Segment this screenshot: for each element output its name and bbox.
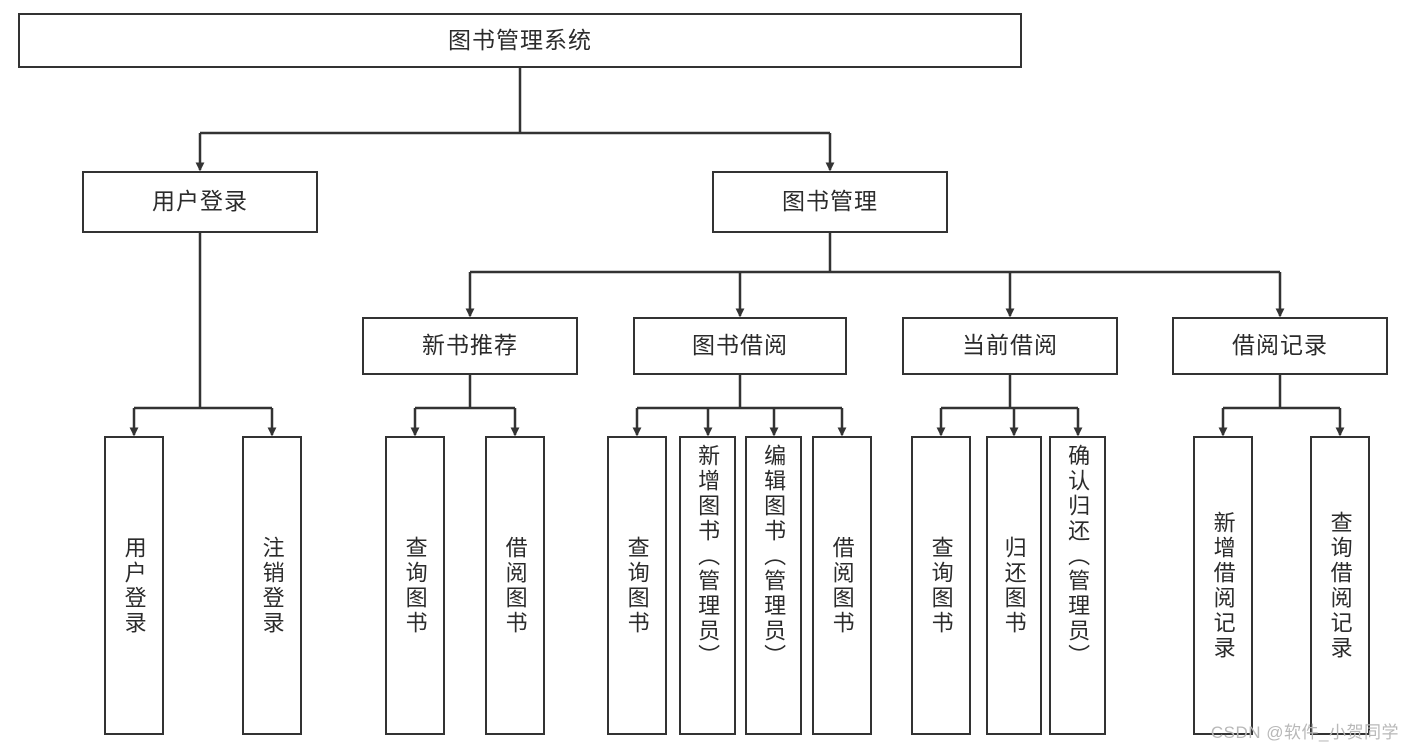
node-label: 新书推荐	[422, 332, 518, 359]
node-label: 借阅图书	[502, 535, 528, 636]
node-borrow-record[interactable]: 借阅记录	[1172, 317, 1388, 375]
node-label: 图书管理	[782, 188, 878, 215]
node-label: 查询图书	[624, 535, 650, 636]
node-current-borrow[interactable]: 当前借阅	[902, 317, 1118, 375]
node-leaf-rec-query[interactable]: 查询图书	[385, 436, 445, 735]
node-leaf-user-login[interactable]: 用户登录	[104, 436, 164, 735]
node-leaf-user-logout[interactable]: 注销登录	[242, 436, 302, 735]
node-leaf-bb-query[interactable]: 查询图书	[607, 436, 667, 735]
node-label: 编辑图书（管理员）	[761, 444, 787, 669]
node-user-login[interactable]: 用户登录	[82, 171, 318, 233]
node-label: 归还图书	[1001, 535, 1027, 636]
node-label: 当前借阅	[962, 332, 1058, 359]
node-leaf-rec-borrow[interactable]: 借阅图书	[485, 436, 545, 735]
connector-lines	[129, 68, 1345, 437]
node-root[interactable]: 图书管理系统	[18, 13, 1022, 68]
node-leaf-bb-borrow[interactable]: 借阅图书	[812, 436, 872, 735]
node-label: 借阅记录	[1232, 332, 1328, 359]
node-label: 新增借阅记录	[1210, 510, 1236, 661]
node-label: 查询图书	[928, 535, 954, 636]
node-label: 图书借阅	[692, 332, 788, 359]
node-leaf-bb-add[interactable]: 新增图书（管理员）	[679, 436, 736, 735]
node-label: 图书管理系统	[448, 26, 592, 53]
node-book-borrow[interactable]: 图书借阅	[633, 317, 847, 375]
node-label: 注销登录	[259, 535, 285, 636]
node-leaf-bb-edit[interactable]: 编辑图书（管理员）	[745, 436, 802, 735]
node-leaf-cb-return[interactable]: 归还图书	[986, 436, 1042, 735]
node-leaf-cb-query[interactable]: 查询图书	[911, 436, 971, 735]
node-label: 查询借阅记录	[1327, 510, 1353, 661]
node-label: 确认归还（管理员）	[1065, 444, 1091, 669]
node-label: 用户登录	[121, 535, 147, 636]
node-label: 借阅图书	[829, 535, 855, 636]
node-label: 新增图书（管理员）	[695, 444, 721, 669]
node-book-manage[interactable]: 图书管理	[712, 171, 948, 233]
node-leaf-br-add[interactable]: 新增借阅记录	[1193, 436, 1253, 735]
node-leaf-cb-confirm[interactable]: 确认归还（管理员）	[1049, 436, 1106, 735]
node-new-book-rec[interactable]: 新书推荐	[362, 317, 578, 375]
node-label: 查询图书	[402, 535, 428, 636]
node-leaf-br-query[interactable]: 查询借阅记录	[1310, 436, 1370, 735]
node-label: 用户登录	[152, 188, 248, 215]
